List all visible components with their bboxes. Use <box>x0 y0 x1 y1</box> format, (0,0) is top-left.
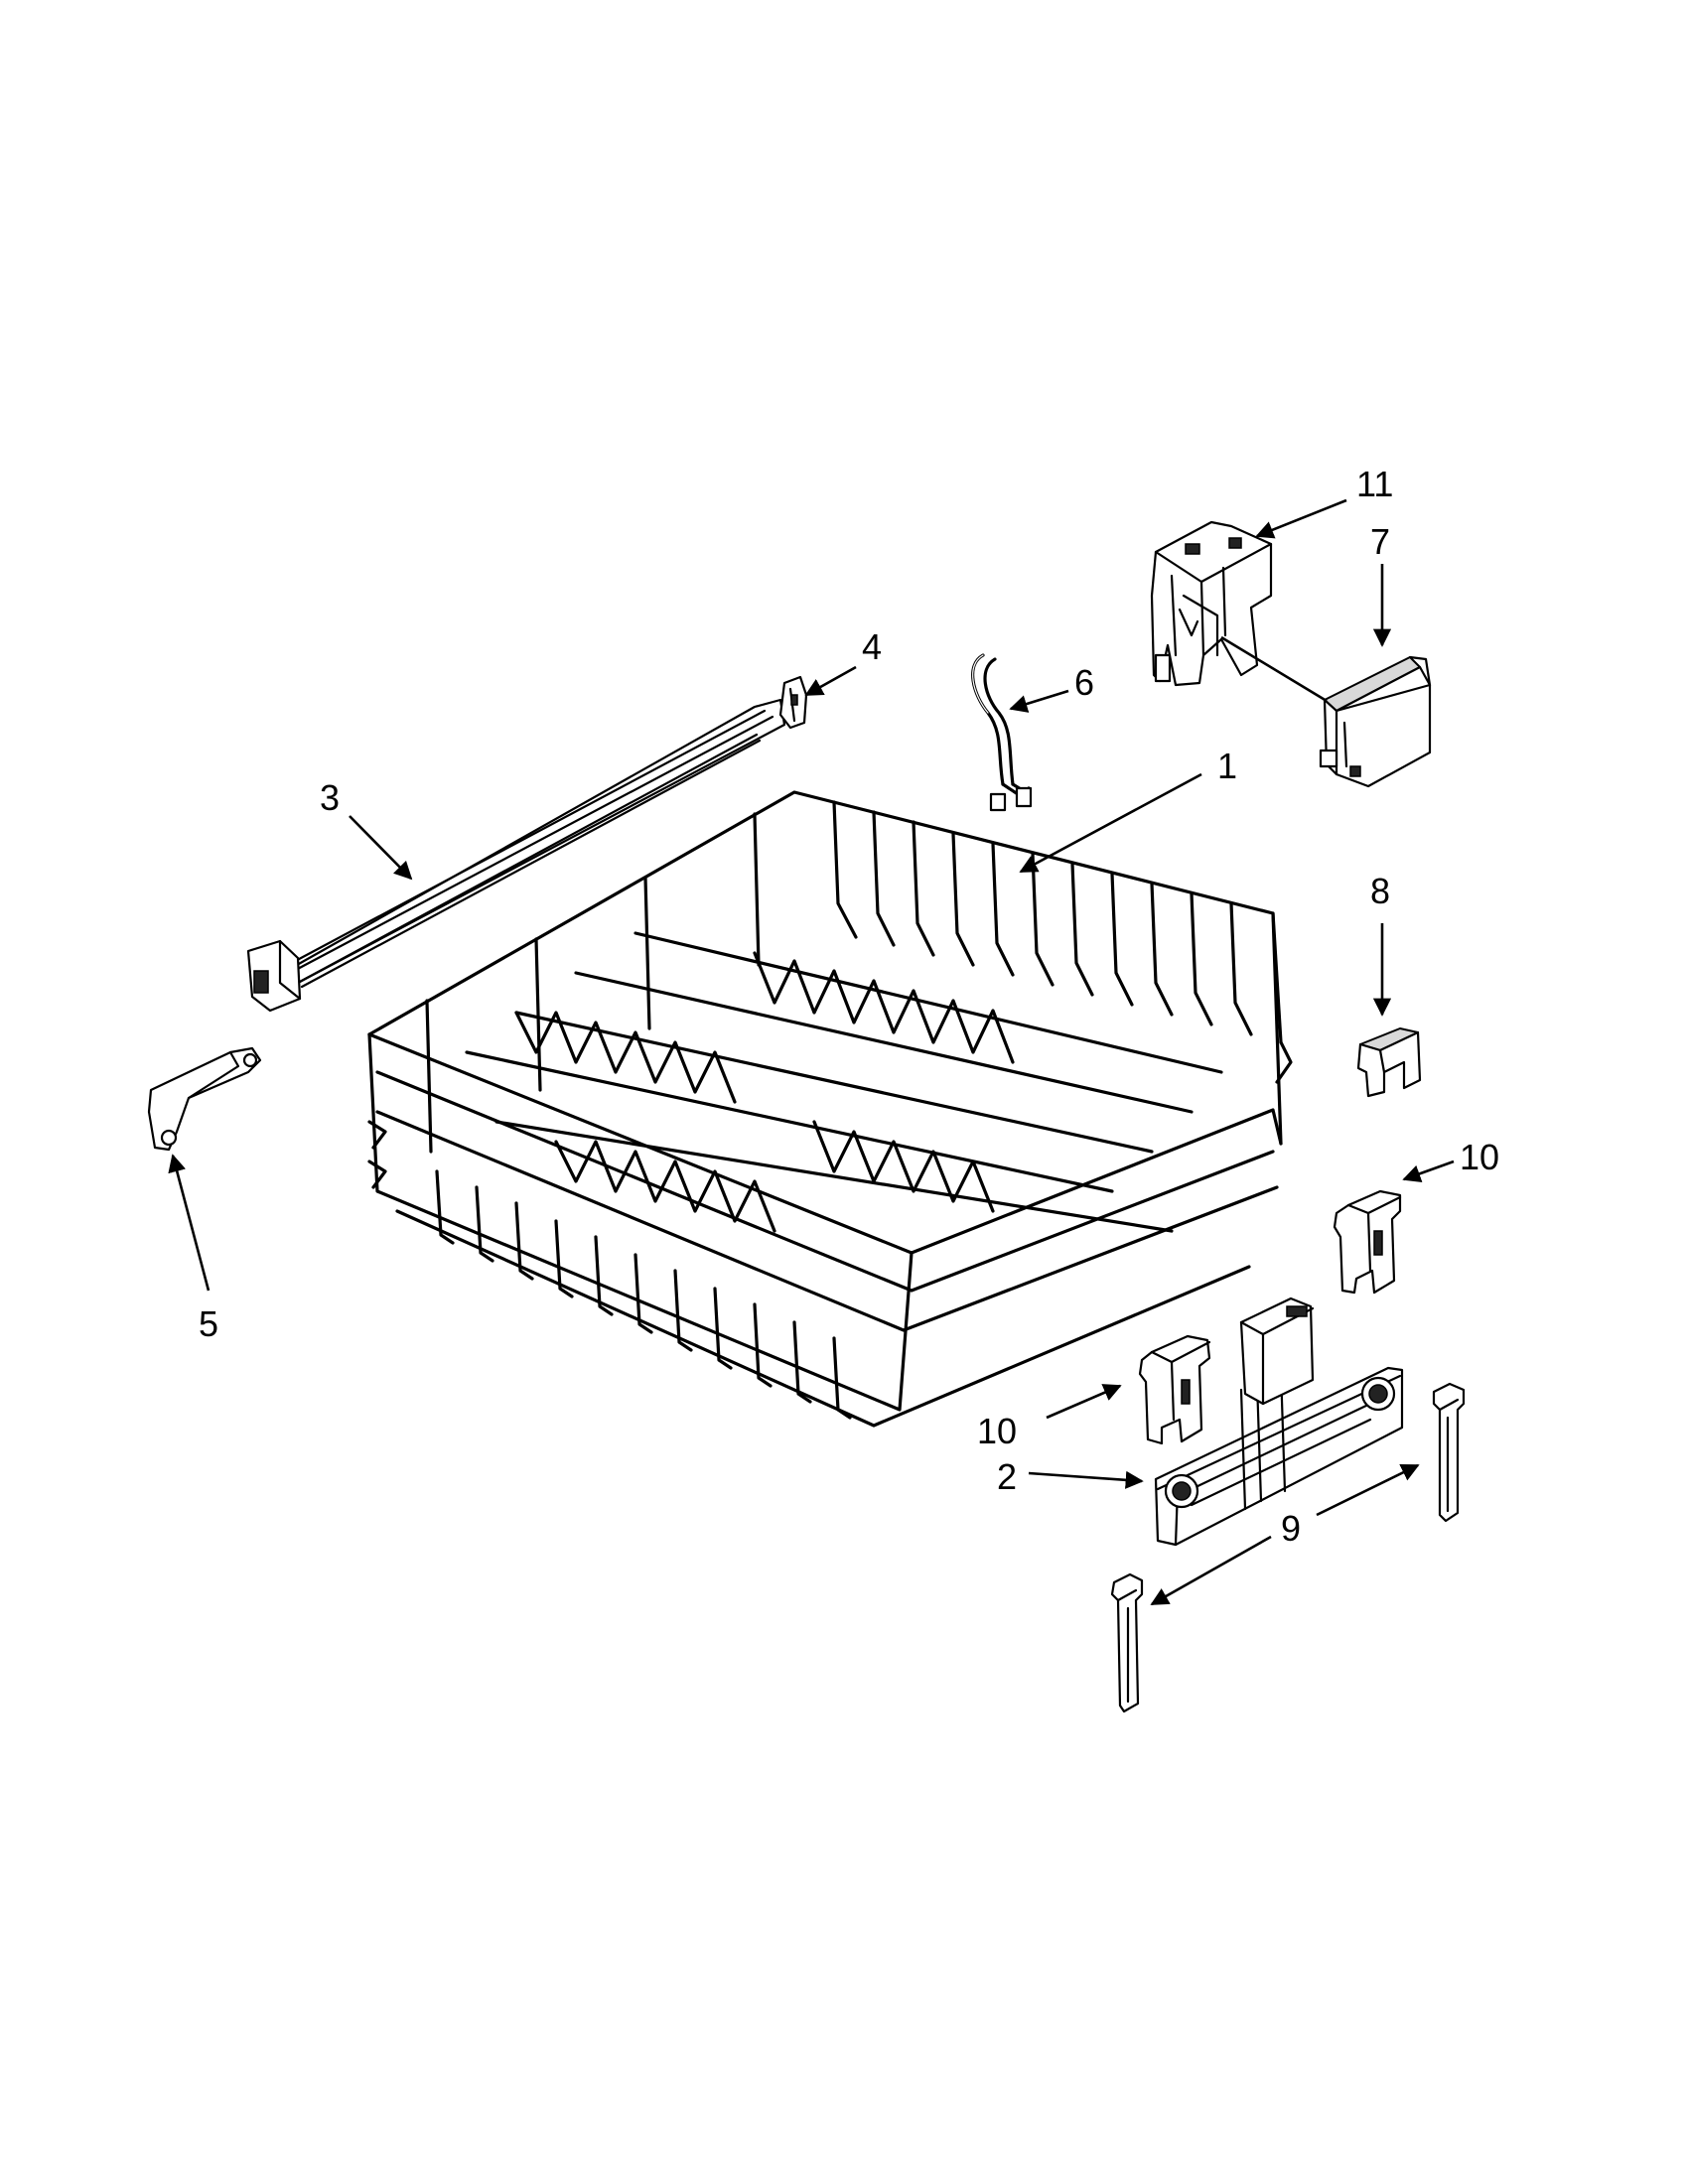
leader-lines <box>168 498 1455 1606</box>
callout-11: 11 <box>1356 464 1393 504</box>
positioner-upper-part <box>1333 1189 1402 1295</box>
callout-7: 7 <box>1370 521 1390 562</box>
adjuster-arm-left-part <box>1110 1572 1144 1713</box>
housing-to-cover-connector-line <box>1220 635 1328 703</box>
leader-5 <box>168 1154 211 1292</box>
callout-9: 9 <box>1281 1508 1301 1549</box>
adjuster-arm-right-part <box>1432 1382 1466 1523</box>
rail-end-cap-part <box>147 1046 262 1152</box>
positioner-lower-part <box>1138 1334 1211 1445</box>
adjuster-cover-part <box>1319 655 1432 788</box>
callout-5: 5 <box>199 1303 218 1344</box>
rail-end-stop-part <box>778 675 808 730</box>
leader-6 <box>1009 689 1069 713</box>
leader-9a <box>1316 1463 1420 1517</box>
leader-10b <box>1046 1384 1122 1420</box>
callout-2: 2 <box>997 1456 1017 1497</box>
callout-4: 4 <box>862 626 882 667</box>
adjuster-assembly-part <box>1154 1297 1404 1547</box>
slide-rail-part <box>246 698 786 1013</box>
leader-2 <box>1028 1470 1144 1489</box>
leader-1 <box>1019 772 1202 874</box>
callout-8: 8 <box>1370 871 1390 911</box>
callout-10-upper: 10 <box>1460 1137 1499 1177</box>
leader-9b <box>1150 1535 1272 1606</box>
clip-part <box>1356 1027 1422 1098</box>
leader-3 <box>349 815 413 881</box>
leader-10a <box>1402 1160 1455 1183</box>
dish-rack-part <box>367 790 1293 1428</box>
callout-labels: 1 2 3 4 5 6 7 8 9 10 10 11 <box>199 464 1499 1549</box>
tine-clip-part <box>971 653 1033 812</box>
callout-1: 1 <box>1217 746 1237 786</box>
callout-6: 6 <box>1074 662 1094 703</box>
adjuster-housing-part <box>1150 520 1273 687</box>
callout-10-lower: 10 <box>977 1411 1017 1451</box>
leader-11 <box>1255 498 1347 539</box>
callout-3: 3 <box>320 777 340 818</box>
leader-4 <box>804 665 857 697</box>
